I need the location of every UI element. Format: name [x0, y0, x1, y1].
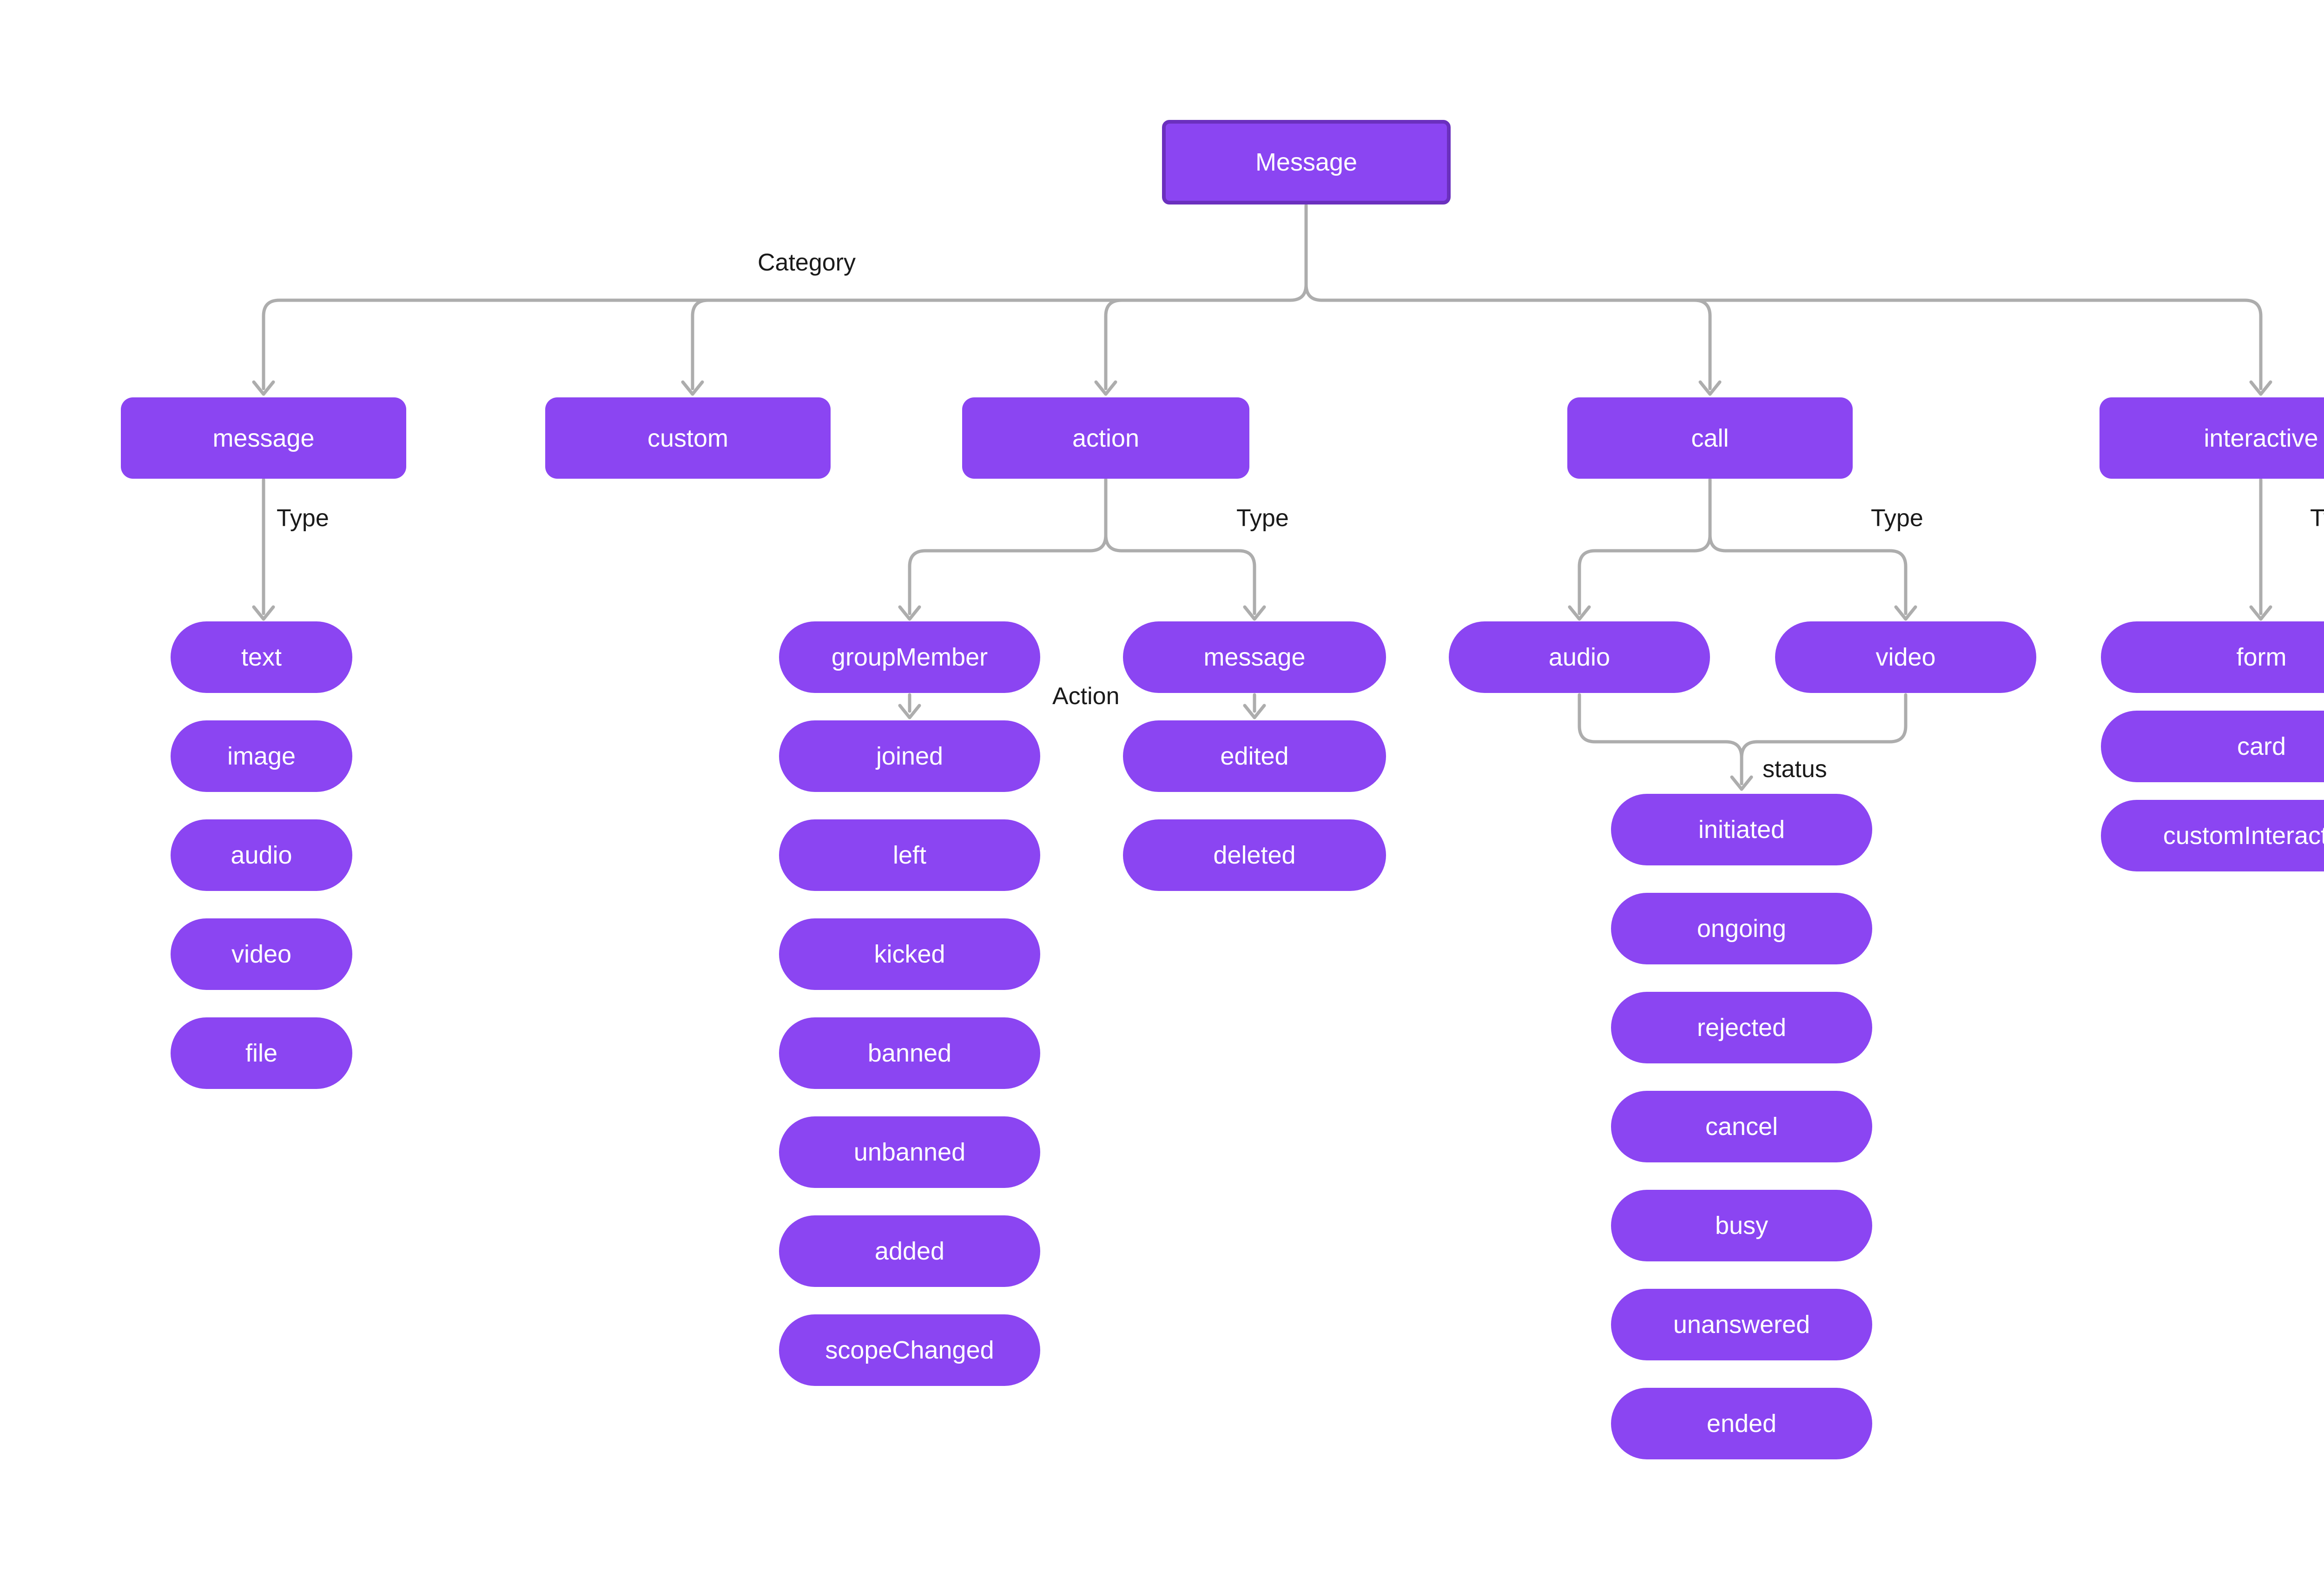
node-category-custom: custom	[545, 397, 831, 479]
edge-audio-to-status	[1578, 693, 1743, 785]
node-callstatus-ended: ended	[1611, 1388, 1872, 1459]
node-callstatus-unanswered: unanswered	[1611, 1289, 1872, 1360]
edge-call-to-video	[1708, 478, 1908, 615]
node-category-call: call	[1567, 397, 1853, 479]
node-gm-action-unbanned: unbanned	[779, 1116, 1040, 1188]
node-interactivetype-card: card	[2101, 711, 2324, 782]
node-gm-action-joined: joined	[779, 720, 1040, 792]
node-message-root: Message	[1162, 120, 1451, 204]
arrowhead	[898, 704, 921, 719]
arrowhead	[681, 380, 704, 396]
node-callstatus-ongoing: ongoing	[1611, 893, 1872, 964]
node-msgtype-file: file	[171, 1017, 352, 1089]
node-callstatus-initiated: initiated	[1611, 794, 1872, 865]
edge-action-to-groupmember	[908, 478, 1108, 615]
arrowhead	[1730, 775, 1753, 791]
node-callstatus-cancel: cancel	[1611, 1091, 1872, 1162]
edge-action-to-message	[1104, 478, 1256, 615]
arrowhead	[252, 380, 275, 396]
edge-root-to-interactive	[1304, 204, 2263, 390]
arrowhead	[1094, 380, 1117, 396]
node-msgtype-image: image	[171, 720, 352, 792]
node-callstatus-busy: busy	[1611, 1190, 1872, 1261]
node-category-message: message	[121, 397, 406, 479]
node-msgtype-audio: audio	[171, 819, 352, 891]
arrowhead	[252, 605, 275, 621]
arrowhead	[1698, 380, 1722, 396]
edge-label-category: Category	[758, 249, 856, 276]
edge-label-type-action: Type	[1236, 505, 1289, 532]
node-gm-action-banned: banned	[779, 1017, 1040, 1089]
edge-root-to-message	[262, 204, 1308, 390]
edge-rail-to-call	[1692, 298, 1712, 390]
node-interactivetype-form: form	[2101, 621, 2324, 693]
arrowhead	[1894, 605, 1917, 621]
node-calltype-video: video	[1775, 621, 2036, 693]
node-interactivetype-custominteractive: customInteractive	[2101, 800, 2324, 871]
node-gm-action-added: added	[779, 1215, 1040, 1287]
node-msgtype-text: text	[171, 621, 352, 693]
node-gm-action-kicked: kicked	[779, 918, 1040, 990]
edge-rail-to-action	[1104, 298, 1123, 390]
edge-label-type-call: Type	[1871, 505, 1923, 532]
edge-label-type-message: Type	[277, 505, 329, 532]
node-callstatus-rejected: rejected	[1611, 992, 1872, 1063]
node-category-action: action	[962, 397, 1249, 479]
node-actiontype-groupmember: groupMember	[779, 621, 1040, 693]
node-msgtype-video: video	[171, 918, 352, 990]
arrowhead	[1243, 605, 1266, 621]
edge-rail-to-custom	[691, 298, 710, 390]
node-msg-action-edited: edited	[1123, 720, 1386, 792]
node-gm-action-left: left	[779, 819, 1040, 891]
node-msg-action-deleted: deleted	[1123, 819, 1386, 891]
arrowhead	[898, 605, 921, 621]
node-actiontype-message: message	[1123, 621, 1386, 693]
arrowhead	[2249, 380, 2272, 396]
edge-label-type-interactive: Type	[2310, 505, 2324, 532]
arrowhead	[2249, 605, 2272, 621]
edge-call-to-audio	[1578, 478, 1712, 615]
arrowhead	[1568, 605, 1591, 621]
node-category-interactive: interactive	[2100, 397, 2324, 479]
node-gm-action-scopechanged: scopeChanged	[779, 1314, 1040, 1386]
edge-label-status: status	[1763, 756, 1827, 783]
edge-video-to-status	[1740, 693, 1908, 785]
node-calltype-audio: audio	[1449, 621, 1710, 693]
edge-label-action: Action	[1052, 683, 1120, 710]
arrowhead	[1243, 704, 1266, 719]
